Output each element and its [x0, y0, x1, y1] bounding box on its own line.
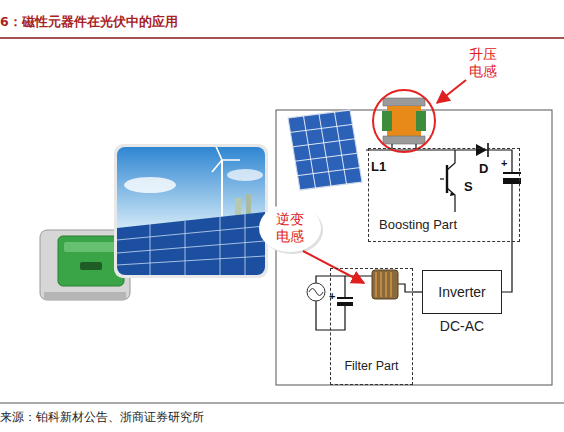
figure-title: 6：磁性元器件在光伏中的应用 [0, 14, 420, 29]
solar-farm-photo [212, 147, 240, 172]
solar-farm-photo [117, 147, 265, 275]
boost-wiring [447, 188, 455, 212]
diode-symbol [476, 144, 487, 156]
boost-wiring [366, 150, 512, 172]
solar-panel-icon [288, 110, 362, 190]
solar-farm-photo [227, 169, 263, 181]
capacitor-symbol [503, 173, 521, 184]
solar-farm-photo [117, 214, 265, 275]
boost-inductor [416, 111, 426, 131]
ac-source [307, 283, 325, 301]
solar-farm-photo [117, 212, 265, 275]
part-name: L1 [371, 159, 386, 175]
boost-wiring [447, 150, 455, 170]
solar-farm-photo [221, 160, 223, 218]
source-caption: 来源：铂科新材公告、浙商证券研究所 [0, 410, 520, 424]
polarity-mark: + [501, 157, 507, 170]
boost-inductor [387, 106, 421, 136]
callout-arrow [437, 80, 466, 103]
diode-symbol [476, 143, 488, 157]
boost-inductor [383, 98, 425, 106]
callout-bubble [259, 204, 323, 254]
solar-farm-photo [114, 142, 268, 278]
callout-text: 升压 电感 [466, 46, 500, 80]
boost-inductor [382, 111, 392, 131]
solar-farm-photo [124, 177, 176, 193]
inverter-box: InverterDC-AC [422, 270, 502, 314]
filter-inductor [376, 272, 391, 297]
solar-farm-photo [117, 147, 265, 275]
boost-wiring [511, 184, 512, 242]
ac-source [309, 289, 323, 296]
filter-inductor [372, 270, 398, 299]
wire-connector [413, 291, 422, 292]
capacitor-symbol [503, 178, 521, 184]
boost-wiring [366, 150, 512, 242]
part-name: S [464, 179, 473, 195]
solar-panel-icon [288, 110, 362, 190]
diode-symbol [487, 143, 489, 157]
capacitor-symbol [337, 302, 353, 306]
inverter-device [64, 242, 118, 252]
capacitor-symbol [337, 297, 353, 299]
callout-arrow [303, 251, 364, 283]
capacitor-symbol [337, 298, 353, 306]
filter-part-box: Filter Part [330, 268, 413, 385]
filter-wiring [398, 284, 413, 292]
boost-inductor [383, 136, 425, 144]
wire-connector [502, 242, 512, 292]
box-label: Boosting Part [379, 217, 457, 233]
box-label: Inverter [423, 284, 501, 301]
switch-symbol [450, 192, 455, 196]
boosting-part-box: Boosting Part [368, 148, 520, 242]
highlight-circle [373, 90, 435, 152]
boost-wiring [440, 178, 444, 179]
box-label: Filter Part [331, 359, 412, 374]
boost-inductor [382, 98, 426, 150]
box-sublabel: DC-AC [423, 318, 501, 335]
filter-inductor [372, 270, 398, 299]
ac-source [307, 283, 325, 301]
switch-symbol [446, 165, 448, 193]
caption-rule [0, 403, 564, 404]
title-rule [0, 37, 564, 39]
callout-text: 逆变 电感 [273, 211, 307, 245]
callout-bubble [259, 204, 321, 252]
solar-panel-icon [288, 110, 362, 190]
capacitor-symbol [503, 172, 521, 174]
inverter-device [44, 292, 126, 300]
solar-farm-photo [114, 144, 268, 278]
part-name: D [479, 161, 488, 177]
inverter-device [80, 262, 102, 270]
filter-wiring [344, 276, 345, 298]
